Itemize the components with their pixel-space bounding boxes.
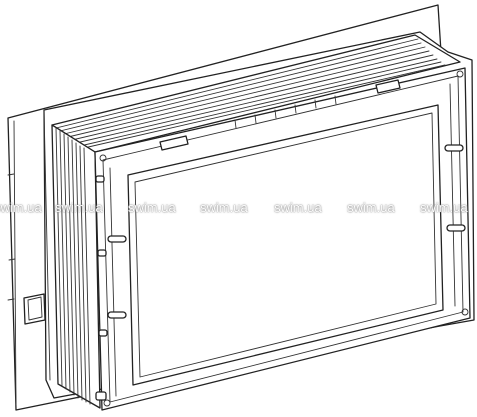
side-slots <box>95 144 466 401</box>
frame-clips <box>159 79 401 151</box>
top-layers <box>51 34 461 153</box>
left-side-panel <box>51 124 101 409</box>
front-panel <box>127 104 444 386</box>
